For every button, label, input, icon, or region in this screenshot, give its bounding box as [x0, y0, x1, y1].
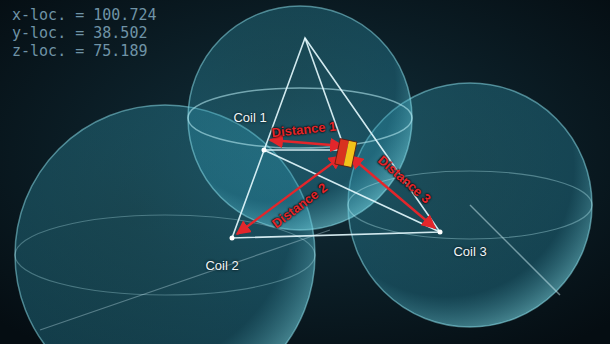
coordinate-readout: x-loc. = 100.724	[12, 7, 157, 24]
distance-label: Distance 2	[270, 181, 331, 232]
coordinate-readout: z-loc. = 75.189	[12, 43, 147, 60]
coordinate-readout: y-loc. = 38.502	[12, 25, 147, 42]
distance-label: Distance 3	[375, 153, 433, 206]
coil-label: Coil 2	[205, 259, 238, 273]
coil-label: Coil 3	[453, 245, 486, 259]
coil-label: Coil 1	[233, 111, 266, 125]
distance-label: Distance 1	[271, 119, 337, 140]
